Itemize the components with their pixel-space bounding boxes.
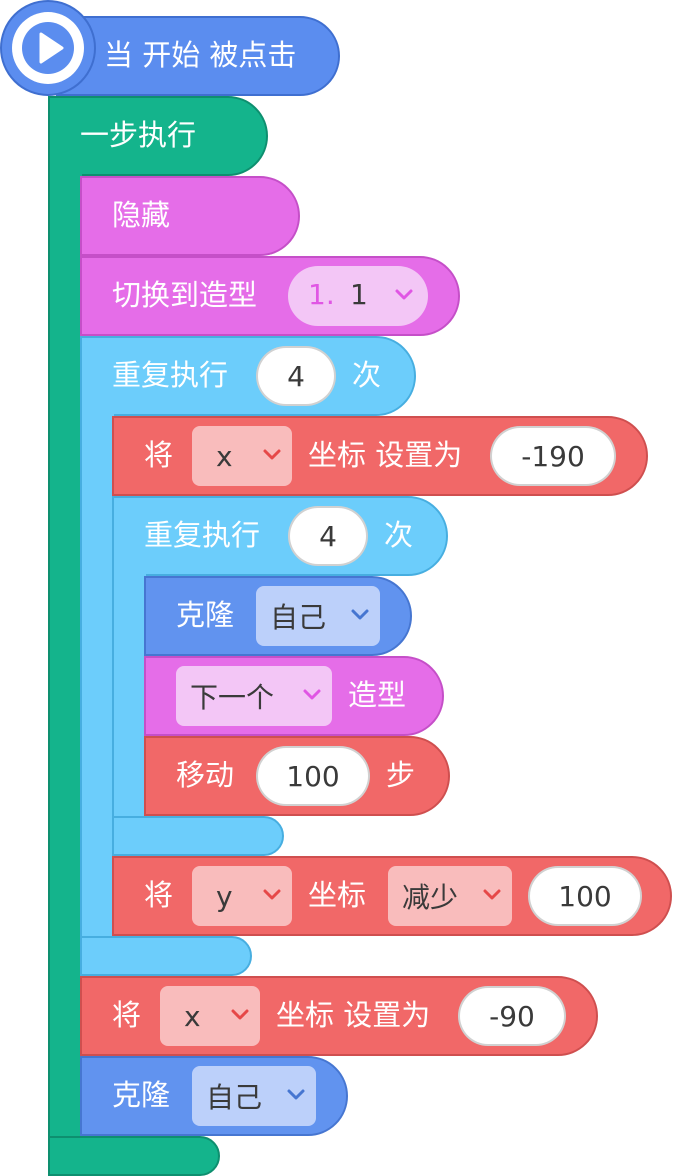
chevron-down-icon <box>395 289 413 300</box>
change-y-axis-dropdown[interactable]: y <box>192 866 292 926</box>
repeat-outer-label: 重复执行 <box>112 358 229 392</box>
play-icon <box>16 16 80 80</box>
move-unit: 步 <box>386 758 416 792</box>
chevron-down-icon <box>263 889 281 900</box>
next-costume-label: 造型 <box>348 678 407 712</box>
set-x-2-axis-dropdown[interactable]: x <box>160 986 260 1046</box>
set-x-1-axis-dropdown[interactable]: x <box>192 426 292 486</box>
costume-dropdown[interactable]: 1. 1 <box>288 266 428 326</box>
repeat-inner-block[interactable] <box>112 496 448 576</box>
run-once-foot <box>48 1136 220 1176</box>
costume-index: 1. <box>308 278 335 311</box>
costume-name: 1 <box>350 278 368 311</box>
change-y-op-dropdown[interactable]: 减少 <box>388 866 512 926</box>
repeat-inner-arm <box>112 560 146 840</box>
change-y-label: 坐标 <box>308 878 367 912</box>
change-y-axis: y <box>216 879 233 913</box>
event-hat-label: 当 开始 被点击 <box>104 38 297 72</box>
chevron-down-icon <box>231 1009 249 1020</box>
repeat-outer-unit: 次 <box>352 358 382 392</box>
hide-block[interactable] <box>80 176 300 256</box>
repeat-outer-arm <box>80 400 114 960</box>
chevron-down-icon <box>483 889 501 900</box>
repeat-outer-count-input[interactable]: 4 <box>256 346 336 406</box>
next-costume-option: 下一个 <box>190 681 275 714</box>
change-y-op: 减少 <box>402 881 459 914</box>
chevron-down-icon <box>303 689 321 700</box>
set-x-1-axis: x <box>216 439 233 473</box>
repeat-outer-foot <box>80 936 252 976</box>
hide-label: 隐藏 <box>112 198 171 232</box>
next-costume-dropdown[interactable]: 下一个 <box>176 666 332 726</box>
chevron-down-icon <box>351 609 369 620</box>
repeat-inner-count-input[interactable]: 4 <box>288 506 368 566</box>
switch-costume-label: 切换到造型 <box>112 278 258 312</box>
repeat-outer-block[interactable] <box>80 336 416 416</box>
change-y-prefix: 将 <box>144 878 174 912</box>
run-once-label: 一步执行 <box>80 118 197 152</box>
set-x-2-prefix: 将 <box>112 998 142 1032</box>
clone-outer-target-dropdown[interactable]: 自己 <box>192 1066 316 1126</box>
repeat-inner-foot <box>112 816 284 856</box>
run-once-block[interactable] <box>48 96 268 176</box>
clone-inner-target-dropdown[interactable]: 自己 <box>256 586 380 646</box>
event-hat-block[interactable] <box>56 16 340 96</box>
repeat-inner-unit: 次 <box>384 518 414 552</box>
change-y-value-input[interactable]: 100 <box>528 866 642 926</box>
set-x-1-value-input[interactable]: -190 <box>490 426 616 486</box>
chevron-down-icon <box>263 449 281 460</box>
clone-outer-label: 克隆 <box>112 1078 171 1112</box>
set-x-2-label: 坐标 设置为 <box>276 998 431 1032</box>
move-label: 移动 <box>176 758 235 792</box>
clone-outer-target: 自己 <box>206 1081 263 1114</box>
run-once-arm <box>48 160 82 1160</box>
set-x-2-value-input[interactable]: -90 <box>458 986 566 1046</box>
set-x-2-axis: x <box>184 999 201 1033</box>
repeat-inner-label: 重复执行 <box>144 518 261 552</box>
move-steps-input[interactable]: 100 <box>256 746 370 806</box>
clone-inner-label: 克隆 <box>176 598 235 632</box>
clone-inner-target: 自己 <box>270 601 327 634</box>
chevron-down-icon <box>287 1089 305 1100</box>
set-x-1-prefix: 将 <box>144 438 174 472</box>
set-x-1-label: 坐标 设置为 <box>308 438 463 472</box>
